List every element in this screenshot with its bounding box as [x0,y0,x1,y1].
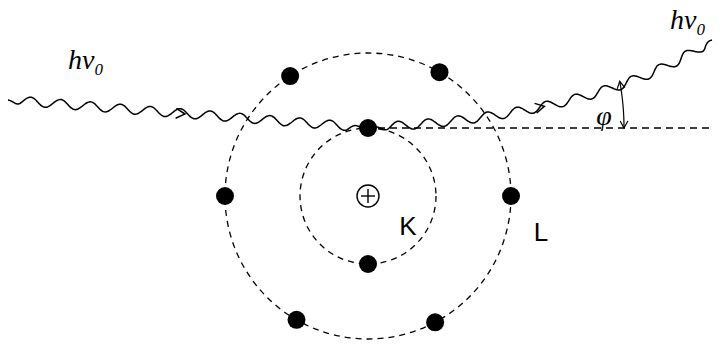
wave-arrowhead [176,108,185,118]
nucleus-symbol [357,185,379,207]
electron-dot [502,187,520,205]
reference-line [378,127,712,128]
photon-wave [8,97,360,130]
electron-dot [288,311,306,329]
photon-wave [376,40,712,130]
electron-dot [359,255,377,273]
shell-label: L [534,219,548,245]
electron-dot [426,313,444,331]
angle-arrowhead [620,121,628,128]
electron-dot [281,67,299,85]
electron-dot [431,63,449,81]
photon-energy-label: hν₀ [68,46,104,74]
electron-dot [216,187,234,205]
shell-label: K [399,213,416,239]
electrons [216,63,520,331]
photon-energy-label: hν₀ [670,6,706,34]
scattering-angle-label: φ [596,102,612,130]
k-shell [300,128,436,264]
l-shell [225,53,511,339]
electron-dot [359,119,377,137]
angle-arc [617,81,628,128]
wave-arrowhead [535,103,545,113]
angle-arrowhead [617,81,625,89]
photon-waves [8,40,712,130]
